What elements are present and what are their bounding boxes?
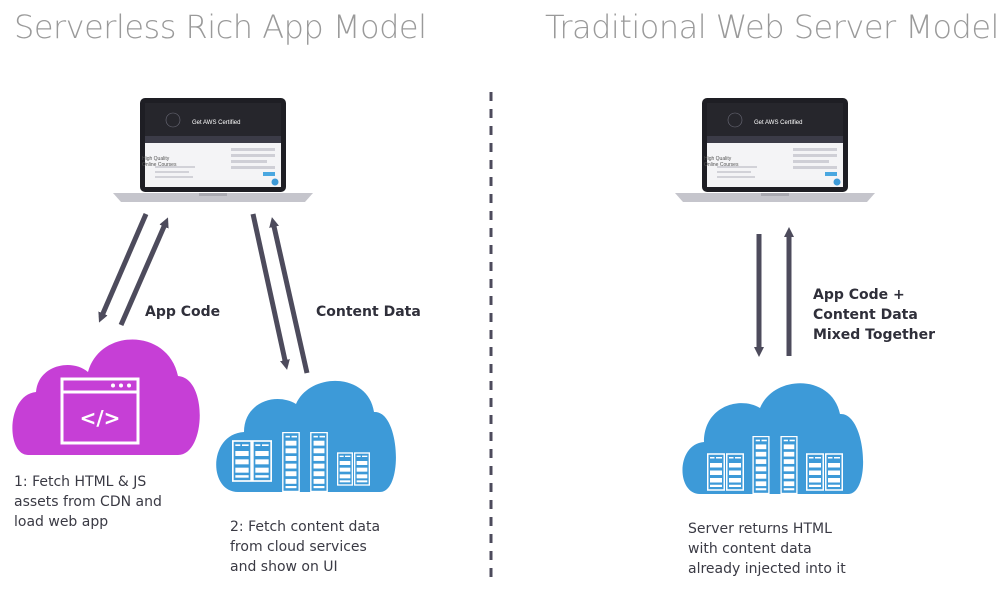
arrow-cloud-to-laptop — [269, 217, 310, 374]
serverless-model-title: Serverless Rich App Model — [14, 8, 427, 46]
server-return-caption: Server returns HTML with content data al… — [688, 521, 846, 577]
cloud-fetch-caption: 2: Fetch content data from cloud service… — [230, 519, 381, 575]
cdn-fetch-caption: 1: Fetch HTML & JS assets from CDN and l… — [14, 474, 162, 530]
arrow-cdn-to-laptop — [118, 217, 169, 327]
arrow-laptop-to-cdn — [98, 213, 149, 323]
content-data-label: Content Data — [316, 304, 421, 320]
laptop-banner-text: Get AWS Certified — [192, 120, 240, 126]
mixed-payload-label: App Code + Content Data Mixed Together — [813, 287, 936, 343]
laptop-banner-text: Get AWS Certified — [754, 120, 802, 126]
app-code-label: App Code — [145, 304, 221, 320]
web-server-cloud-icon — [682, 383, 864, 494]
code-brackets-glyph: </> — [80, 406, 121, 430]
laptop-headline-2: Online Courses — [142, 162, 177, 168]
cloud-services-icon — [216, 380, 396, 492]
laptop-headline-2: Online Courses — [704, 162, 739, 168]
laptop-headline-1: High Quality — [704, 156, 732, 162]
cdn-cloud-icon: </> — [12, 339, 200, 455]
traditional-model-title: Traditional Web Server Model — [545, 8, 999, 46]
client-laptop-right: Get AWS Certified High Quality Online Co… — [675, 97, 875, 203]
client-laptop-left: Get AWS Certified High Quality Online Co… — [113, 97, 313, 203]
arrow-laptop-to-cloud — [250, 213, 290, 370]
laptop-headline-1: High Quality — [142, 156, 170, 162]
